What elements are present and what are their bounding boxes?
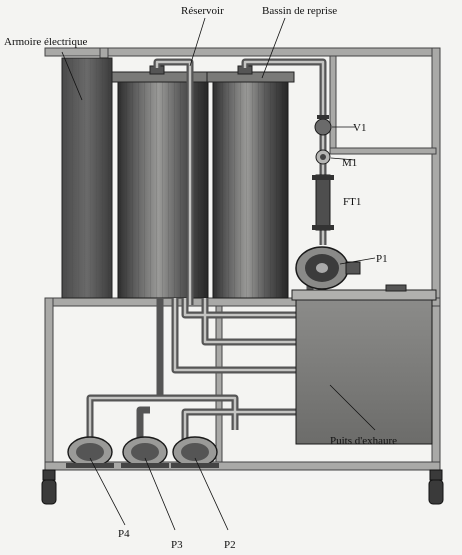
flow-transmitter-ft1 — [312, 174, 334, 231]
valve-v1 — [314, 115, 332, 136]
label-p1: P1 — [376, 253, 388, 265]
label-bassin-de-reprise: Bassin de reprise — [262, 5, 337, 17]
electrical-cabinet — [61, 57, 113, 299]
label-p4: P4 — [118, 528, 130, 540]
label-v1: V1 — [353, 122, 366, 134]
label-ft1: FT1 — [343, 196, 361, 208]
label-p2: P2 — [224, 539, 236, 551]
puits-d-exhaure-tank — [291, 284, 437, 445]
label-puits-d-exhaure: Puits d'exhaure — [330, 435, 397, 447]
label-m1: M1 — [342, 157, 357, 169]
pump-p4 — [66, 436, 114, 468]
manometer-m1 — [315, 149, 331, 165]
leader-lines — [61, 17, 376, 531]
pump-p2 — [171, 436, 219, 468]
label-reservoir: Réservoir — [181, 5, 224, 17]
bassin-de-reprise-tank — [206, 65, 295, 299]
label-armoire-electrique: Armoire électrique — [4, 36, 87, 48]
pump-p1 — [295, 246, 361, 290]
reservoir-tank — [111, 65, 215, 299]
caster-wheels — [41, 469, 444, 505]
pump-p3 — [121, 436, 169, 468]
label-p3: P3 — [171, 539, 183, 551]
